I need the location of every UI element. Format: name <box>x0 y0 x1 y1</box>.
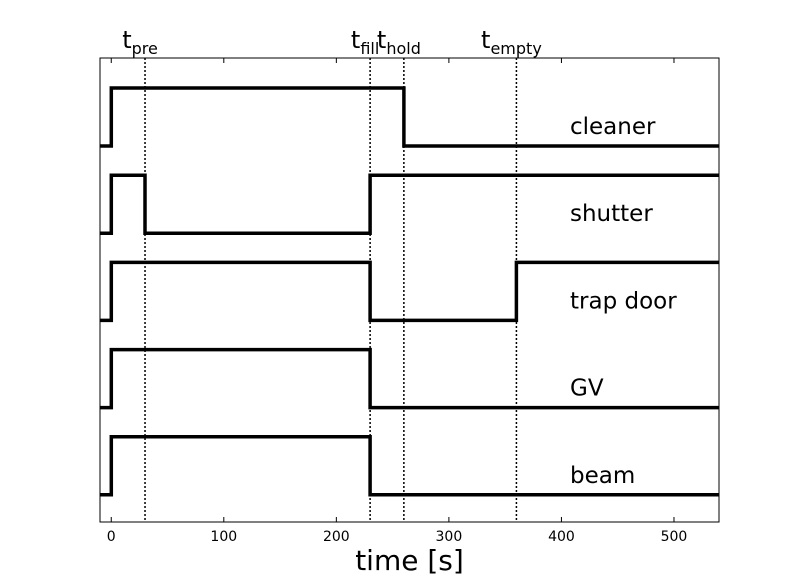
series-label-cleaner: cleaner <box>570 114 656 140</box>
marker-label-pre: tpre <box>122 26 158 58</box>
marker-label-hold: thold <box>377 26 421 58</box>
x-tick-label: 200 <box>323 529 350 545</box>
series-line-shutter <box>100 173 719 235</box>
x-tick-label: 500 <box>661 529 688 545</box>
marker-lines <box>144 58 518 522</box>
series-line-trap-door <box>100 260 719 323</box>
series-line-beam <box>100 435 719 497</box>
series-line-gv <box>100 347 719 410</box>
series-label-gv: GV <box>570 376 604 402</box>
marker-label-empty: tempty <box>481 26 542 58</box>
series-line-cleaner <box>100 86 719 148</box>
x-tick-label: 0 <box>107 529 116 545</box>
x-axis-label: time [s] <box>355 544 464 577</box>
x-tick-label: 400 <box>548 529 575 545</box>
marker-label-fill: tfill <box>351 26 379 58</box>
series-lines <box>100 86 719 497</box>
plot-frame <box>99 57 720 523</box>
series-label-beam: beam <box>570 463 635 489</box>
series-label-shutter: shutter <box>570 201 653 227</box>
x-tick-label: 100 <box>210 529 237 545</box>
series-label-trap-door: trap door <box>570 288 677 314</box>
x-tick-label: 300 <box>436 529 463 545</box>
x-axis-ticks: 0 100 200 300 400 500 <box>107 58 688 545</box>
